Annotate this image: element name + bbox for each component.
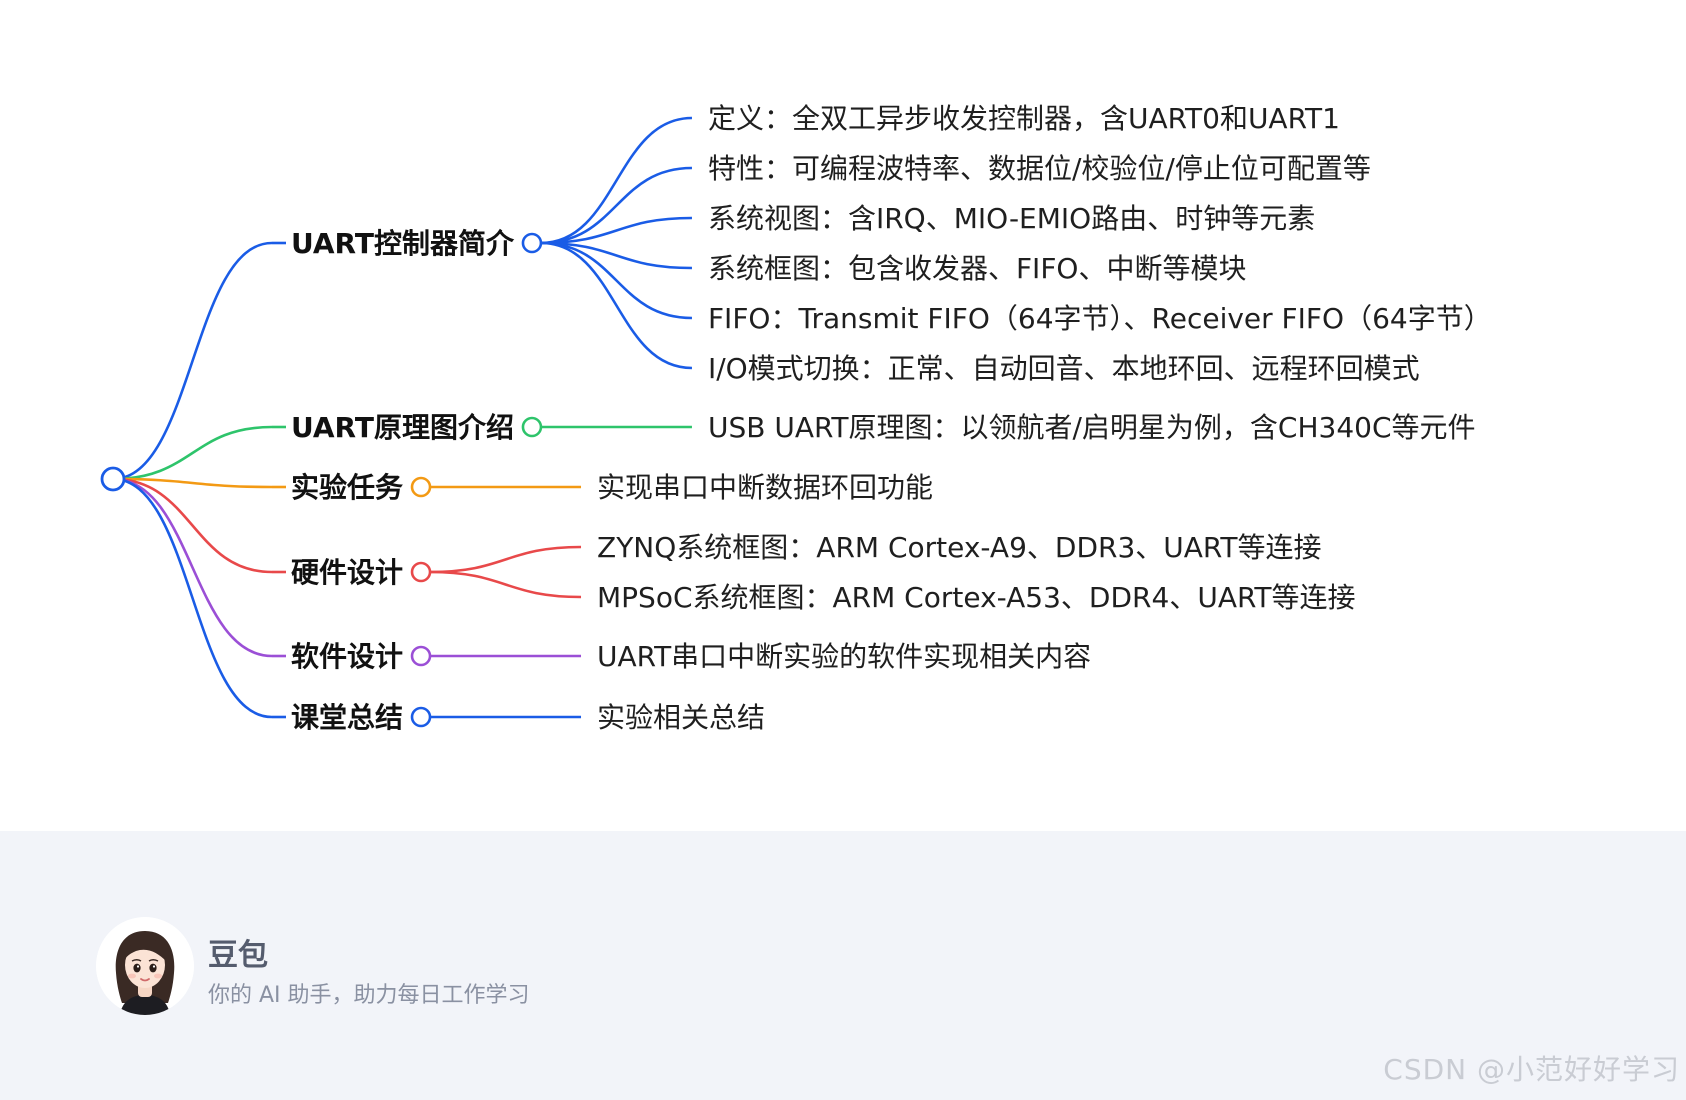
mind-map: UART控制器简介 定义：全双工异步收发控制器，含UART0和UART1 特性：可编… [100,102,1492,734]
branch-link [112,477,273,574]
leaf-label[interactable]: 系统视图：含IRQ、MIO-EMIO路由、时钟等元素 [708,202,1315,235]
avatar [96,917,194,1015]
leaf-label[interactable]: UART串口中断实验的软件实现相关内容 [597,640,1091,673]
leaf-link [540,116,692,245]
avatar-illustration [96,917,194,1015]
brand-tagline: 你的 AI 助手，助力每日工作学习 [208,983,530,1008]
branch-link [112,241,273,481]
leaf-label[interactable]: 定义：全双工异步收发控制器，含UART0和UART1 [708,102,1340,135]
branch-node-circle[interactable] [521,232,543,254]
leaf-label[interactable]: 特性：可编程波特率、数据位/校验位/停止位可配置等 [708,152,1371,185]
leaf-link [540,216,692,245]
leaf-link [430,545,582,574]
leaf-link [540,241,692,320]
leaf-label[interactable]: I/O模式切换：正常、自动回音、本地环回、远程环回模式 [708,352,1420,385]
leaf-link [540,241,692,270]
branch-node-circle[interactable] [410,645,432,667]
branch-link [112,477,273,489]
leaf-label[interactable]: 系统框图：包含收发器、FIFO、中断等模块 [708,252,1247,285]
branch-link [112,425,273,481]
branch-label[interactable]: 硬件设计 [291,556,403,589]
branch-node-circle[interactable] [521,416,543,438]
watermark: CSDN @小范好好学习 [1383,1053,1680,1086]
branch-link [112,477,273,719]
leaf-link [540,166,692,245]
branch-link [112,477,273,658]
leaf-label[interactable]: 实现串口中断数据环回功能 [597,471,933,504]
branch-node-circle[interactable] [410,561,432,583]
leaf-label[interactable]: MPSoC系统框图：ARM Cortex-A53、DDR4、UART等连接 [597,581,1355,614]
nodes: UART控制器简介 定义：全双工异步收发控制器，含UART0和UART1 特性：可编… [100,102,1492,734]
branch-label[interactable]: 软件设计 [291,640,403,673]
branch-node-circle[interactable] [410,476,432,498]
footer: 豆包 你的 AI 助手，助力每日工作学习 CSDN @小范好好学习 [0,831,1686,1100]
root-node-circle[interactable] [100,466,126,492]
branch-node-circle[interactable] [410,706,432,728]
branch-label[interactable]: UART控制器简介 [291,227,515,260]
branch-label[interactable]: UART原理图介绍 [291,411,514,444]
branch-label[interactable]: 实验任务 [291,471,403,504]
branch-label[interactable]: 课堂总结 [291,701,403,734]
brand-name: 豆包 [208,938,268,973]
leaf-label[interactable]: FIFO：Transmit FIFO（64字节）、Receiver FIFO（6… [708,302,1492,335]
leaf-link [540,241,692,370]
links [112,116,692,719]
leaf-link [430,570,582,599]
leaf-label[interactable]: ZYNQ系统框图：ARM Cortex-A9、DDR3、UART等连接 [597,531,1321,564]
leaf-label[interactable]: 实验相关总结 [597,701,765,734]
leaf-label[interactable]: USB UART原理图：以领航者/启明星为例，含CH340C等元件 [708,411,1476,444]
